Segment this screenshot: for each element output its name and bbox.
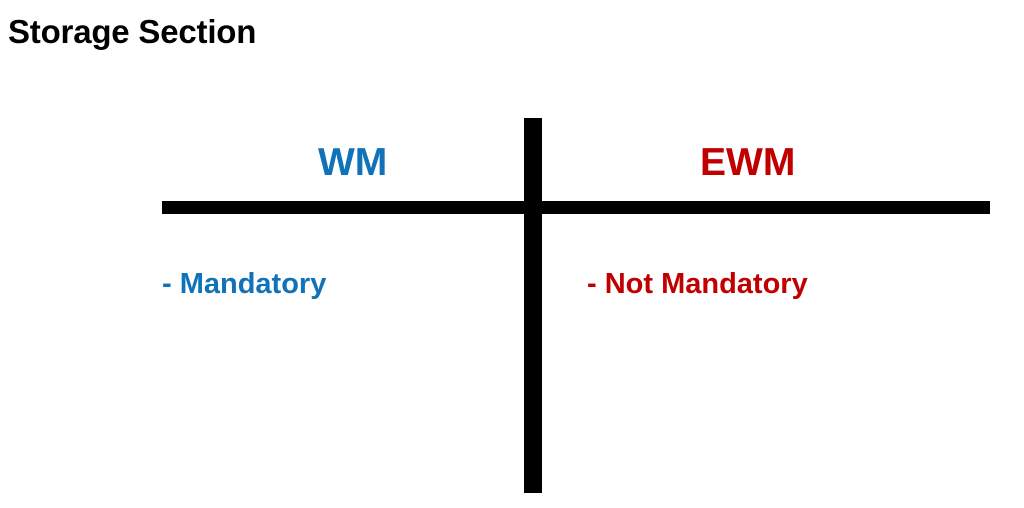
column-header-wm: WM	[318, 141, 388, 184]
cell-wm-item-1: - Mandatory	[162, 268, 327, 300]
vertical-divider	[524, 118, 542, 493]
cell-ewm-item-1: - Not Mandatory	[587, 268, 808, 300]
column-header-ewm: EWM	[700, 141, 796, 184]
page-title: Storage Section	[8, 13, 257, 50]
horizontal-divider	[162, 201, 990, 214]
